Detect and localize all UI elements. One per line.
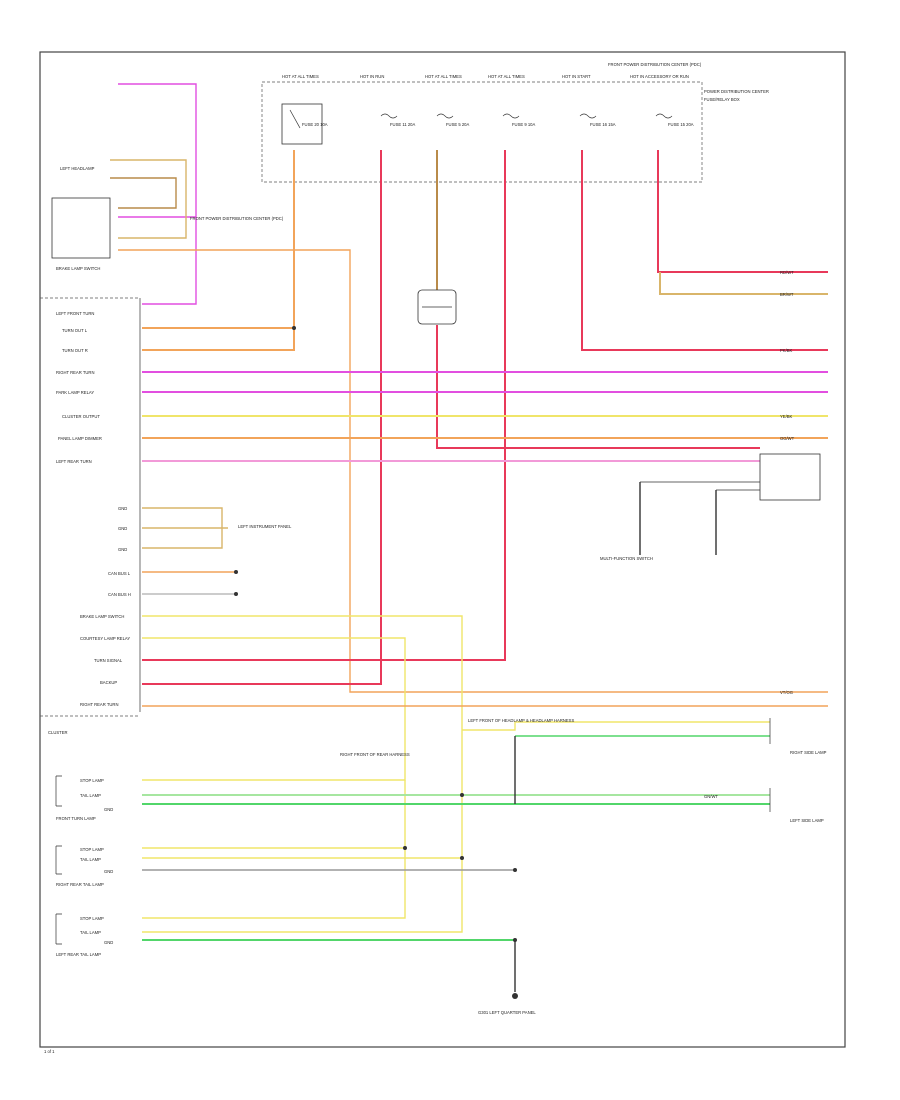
side-lamp-left-label: LEFT SIDE LAMP (790, 818, 824, 823)
bcm-pin-2: TURN OUT L (62, 328, 88, 333)
fuse-headers: HOT AT ALL TIMES HOT IN RUN HOT AT ALL T… (282, 74, 694, 127)
rr-lamp-pin-1: STOP LAMP (80, 847, 104, 852)
front-lamp-box: FRONT TURN LAMP STOP LAMP TAIL LAMP GND (55, 775, 113, 821)
wire-red-fuse4 (142, 150, 506, 661)
side-lamps: RIGHT SIDE LAMP LEFT SIDE LAMP (769, 718, 827, 823)
wire-magenta-top (118, 83, 197, 305)
wire-label-orange: OG/WT (780, 436, 795, 441)
brake-lamp-switch-label: BRAKE LAMP SWITCH (56, 266, 100, 271)
fuse-label-4: FUSE 9 10A (512, 122, 535, 127)
bcm-pin-5: PARK LAMP RELAY (56, 390, 94, 395)
connector-note: LEFT FRONT OF HEADLAMP & HEADLAMP HARNES… (468, 718, 574, 723)
wire-red-fuse6 (657, 150, 828, 273)
right-module (640, 453, 821, 501)
lr-lamp-pin-1: STOP LAMP (80, 916, 104, 921)
side-lamp-right-label: RIGHT SIDE LAMP (790, 750, 827, 755)
bcm-pin-10: GND (118, 526, 127, 531)
wire-orange-fuse1 (142, 150, 295, 351)
wire-label-violet: VT/OG (780, 690, 793, 695)
turn-relay (417, 289, 457, 325)
wire-tan-2 (110, 177, 177, 209)
fuse-header-4: HOT AT ALL TIMES (488, 74, 525, 79)
wire-label-pink: PK/BK (780, 348, 793, 353)
fuse-header-1: HOT AT ALL TIMES (282, 74, 319, 79)
front-lamp-pin-3: GND (104, 807, 113, 812)
bcm-pin-3: TURN OUT R (62, 348, 88, 353)
fuse-box-title: POWER DISTRIBUTION CENTER (704, 89, 769, 94)
right-rear-lamp-box: RIGHT REAR TAIL LAMP STOP LAMP TAIL LAMP… (55, 845, 113, 887)
bcm-pin-18: RIGHT REAR TURN (80, 702, 118, 707)
front-lamp-pin-2: TAIL LAMP (80, 793, 101, 798)
bcm-pin-13: CAN BUS H (108, 592, 131, 597)
fuse-header-2: HOT IN RUN (360, 74, 384, 79)
left-rear-lamp-box: LEFT REAR TAIL LAMP STOP LAMP TAIL LAMP … (55, 913, 113, 957)
wire-yellow-lr (142, 868, 463, 933)
wire-tan-1 (110, 159, 187, 239)
bcm-pin-17: BACKUP (100, 680, 117, 685)
splice-note: LEFT INSTRUMENT PANEL (238, 524, 292, 529)
wire-right-1 (639, 482, 717, 555)
bcm-pin-9: GND (118, 506, 127, 511)
fuse-label-1: FUSE 20 10A (302, 122, 328, 127)
bcm-pin-11: GND (118, 547, 127, 552)
wire-yellow-brake (142, 615, 463, 868)
bcm-pin-1: LEFT FRONT TURN (56, 311, 94, 316)
fuse-header-5: HOT IN START (562, 74, 591, 79)
fuse-box-note: FRONT POWER DISTRIBUTION CENTER (PDC) (608, 62, 702, 67)
fuse-header-6: HOT IN ACCESSORY OR RUN (630, 74, 689, 79)
front-lamp-pin-1: STOP LAMP (80, 778, 104, 783)
bcm-pin-8: LEFT REAR TURN (56, 459, 92, 464)
wire-red-fuse2 (142, 150, 382, 685)
bcm-pin-12: CAN BUS L (108, 571, 131, 576)
wire-orange-relay (118, 249, 828, 693)
wire-label-red: RD/WT (780, 270, 794, 275)
right-rear-lamp-label: RIGHT REAR TAIL LAMP (56, 882, 104, 887)
bcm-pin-14: BRAKE LAMP SWITCH (80, 614, 124, 619)
bcm-pin-16: TURN SIGNAL (94, 658, 123, 663)
cluster-label: CLUSTER (48, 730, 68, 735)
wire-label-yellow: YE/BK (780, 414, 793, 419)
wire-red-fuse3 (436, 325, 760, 449)
fuse-symbols (281, 103, 673, 145)
wire-yellow-right (462, 721, 770, 731)
fuse-relay-box: POWER DISTRIBUTION CENTER FUSE/RELAY BOX… (261, 62, 769, 183)
junctions (234, 326, 517, 942)
fuse-label-6: FUSE 15 20A (668, 122, 694, 127)
right-front-note: RIGHT FRONT OF REAR HARNESS (340, 752, 410, 757)
bcm-pin-15: COURTESY LAMP RELAY (80, 636, 130, 641)
fuse-label-5: FUSE 16 15A (590, 122, 616, 127)
footer-code: 1 of 1 (44, 1049, 55, 1054)
rr-lamp-pin-3: GND (104, 869, 113, 874)
diagram-frame (39, 51, 846, 1048)
ground-label: G301 LEFT QUARTER PANEL (478, 1010, 536, 1015)
fuse-header-3: HOT AT ALL TIMES (425, 74, 462, 79)
bcm-pin-4: RIGHT REAR TURN (56, 370, 94, 375)
fuse-box-caption: FUSE/RELAY BOX (704, 97, 740, 102)
front-lamp-label: FRONT TURN LAMP (56, 816, 96, 821)
lr-lamp-pin-2: TAIL LAMP (80, 930, 101, 935)
left-rear-lamp-label: LEFT REAR TAIL LAMP (56, 952, 101, 957)
turn-switch-label: MULTI-FUNCTION SWITCH (600, 556, 653, 561)
wire-yellow-rr (142, 780, 406, 919)
brake-lamp-switch-box: BRAKE LAMP SWITCH LEFT HEADLAMP (51, 166, 111, 271)
ground-symbol: G301 LEFT QUARTER PANEL (478, 993, 536, 1015)
pdc-note: FRONT POWER DISTRIBUTION CENTER (PDC) (190, 216, 284, 221)
bcm-pin-6: CLUSTER OUTPUT (62, 414, 100, 419)
wire-tan-fuse6 (659, 272, 828, 295)
fuse-label-2: FUSE 11 20A (390, 122, 415, 127)
lr-lamp-pin-3: GND (104, 940, 113, 945)
left-headlamp-label: LEFT HEADLAMP (60, 166, 95, 171)
wires (110, 83, 828, 992)
rr-lamp-pin-2: TAIL LAMP (80, 857, 101, 862)
body-control-module: CLUSTER LEFT FRONT TURN TURN OUT L TURN … (40, 297, 141, 735)
wire-yellow-courtesy (142, 637, 406, 781)
wire-label-brown: BR/WT (780, 292, 794, 297)
wire-label-green: GN/WT (704, 794, 718, 799)
wire-red-fuse5 (581, 150, 828, 351)
fuse-label-3: FUSE 5 20A (446, 122, 469, 127)
bcm-pin-7: PANEL LAMP DIMMER (58, 436, 102, 441)
